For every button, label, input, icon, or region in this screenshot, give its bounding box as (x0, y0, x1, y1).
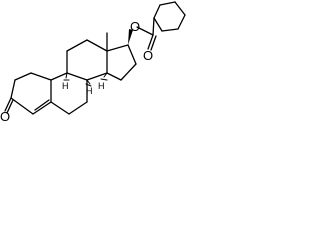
h-c8-label: H (86, 86, 93, 96)
ketone-oxygen-label: O (0, 109, 10, 124)
chemical-structure-diagram: O O O H H H (0, 1, 186, 124)
carbonyl-oxygen-label: O (143, 48, 153, 63)
cyclohexyl-ring (153, 1, 186, 32)
h-c9-label: H (62, 81, 69, 91)
c8-hashed-bond (85, 79, 92, 87)
ring-d (106, 44, 137, 81)
ring-a (4, 72, 52, 115)
ring-c (66, 39, 108, 81)
c17-wedge-bond (128, 29, 133, 45)
h-c14-label: H (98, 81, 105, 91)
ester-group (136, 17, 157, 51)
ester-oxygen-label: O (130, 19, 140, 34)
c9-hashed-bond (63, 72, 70, 81)
ring-b (50, 72, 88, 115)
c14-hashed-bond (100, 72, 108, 81)
